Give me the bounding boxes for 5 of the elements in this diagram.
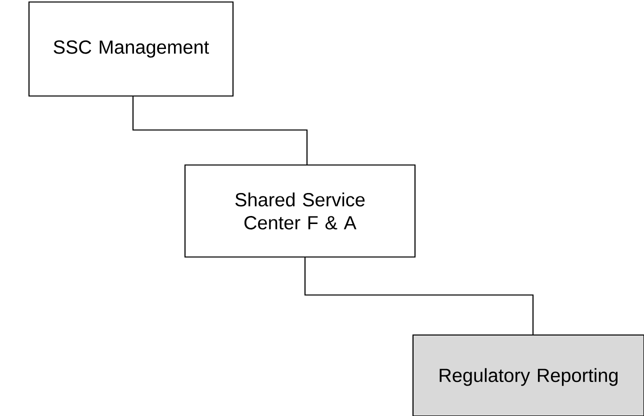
org-box: Shared Service Center F & A bbox=[184, 164, 416, 258]
connector-line bbox=[304, 257, 534, 335]
org-box: Regulatory Reporting bbox=[412, 334, 644, 416]
connector-line bbox=[132, 96, 308, 165]
org-box: SSC Management bbox=[28, 1, 234, 97]
